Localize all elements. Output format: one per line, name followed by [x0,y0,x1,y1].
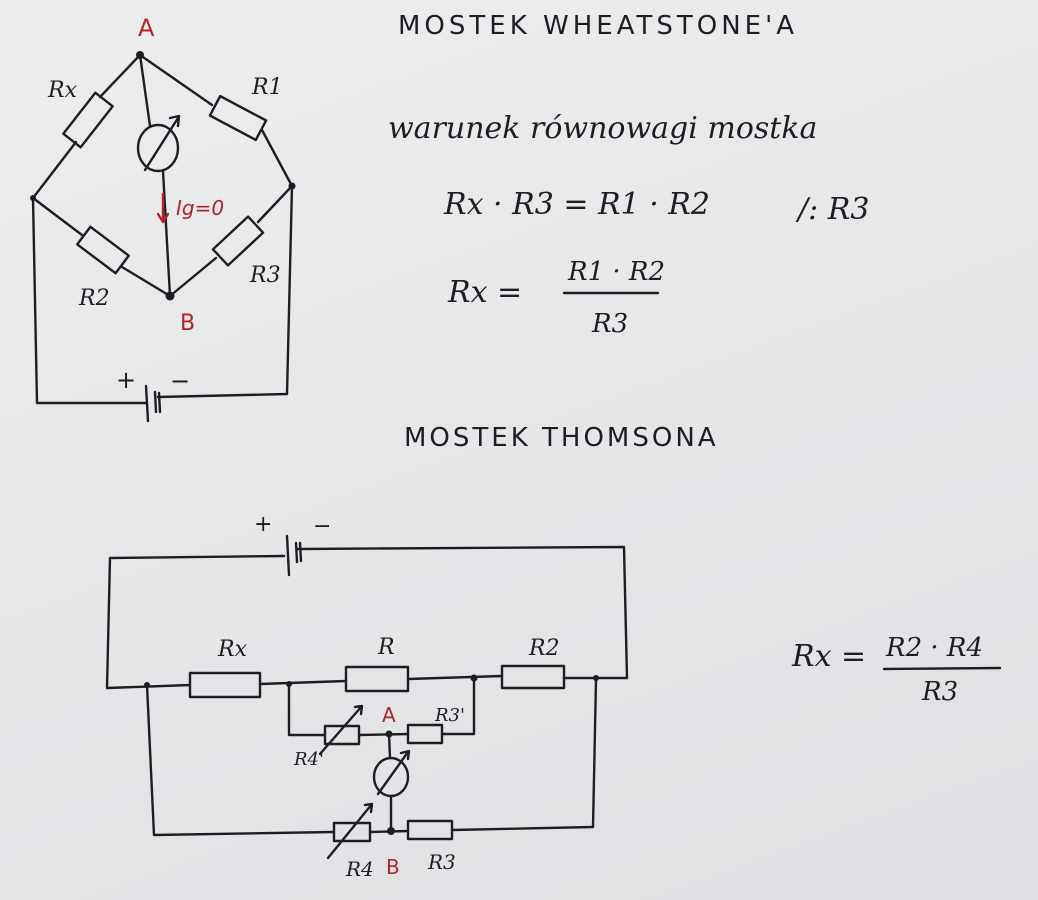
wire-b-r3 [168,256,218,298]
wire-left-r2 [31,196,84,237]
battery-plus: + [254,512,272,537]
node-b-dot [387,827,395,835]
variable-arrow-r4-prime [318,704,364,756]
node-a-dot [136,51,144,59]
ig-label: Ig=0 [176,196,224,220]
wire-rx-left [31,140,78,200]
rx-formula-lhs: Rx = [447,275,522,310]
r4-label: R4 [345,857,374,881]
wheatstone-notes: MOSTEK WHEATSTONE'A warunek równowagi mo… [388,11,869,339]
resistor-r [344,665,410,693]
wire-main-r-r2 [406,674,504,681]
resistor-r1 [208,94,268,142]
thomson-title: MOSTEK THOMSONA [404,423,719,453]
wire-bottom-right [450,678,598,832]
wire-main-rx-r [258,679,348,686]
rx-formula-denominator: R3 [591,309,628,339]
rx-formula-numerator: R2 · R4 [885,633,983,663]
current-arrow [156,192,170,224]
node-junction [593,675,599,681]
resistor-r2 [500,664,566,690]
wire-a-galvanometer [387,732,392,760]
node-a-label: A [138,14,155,42]
r1-label: R1 [251,75,283,100]
resistor-r3-prime [406,723,444,745]
wire-a-r1 [138,53,214,107]
wire-r2-b [120,265,172,298]
wire-r3-right [256,184,294,224]
rx-formula-denominator: R3 [921,677,958,707]
balance-equation: Rx · R3 = R1 · R2 [443,187,710,222]
node-b-dot [165,291,175,301]
r4-prime-label: R4' [293,749,324,770]
battery-minus: − [170,367,190,395]
resistor-r4 [332,821,372,843]
battery-plate-long [144,384,150,423]
thomson-formula: Rx = R2 · R4 R3 [791,633,1002,707]
wire-outer-left [31,196,148,405]
wire-a-rx [98,53,142,99]
wire-inner-mid [357,732,410,737]
wire-inner-right [440,677,476,736]
resistor-r3 [406,819,454,841]
galvanometer-needle [143,114,181,172]
resistor-r2 [76,225,130,275]
node-right-dot [288,182,296,190]
wire-r1-right [260,128,294,188]
thomson-bridge: + − Rx R R2 A R3' R4' R4 B R3 [105,512,629,881]
node-junction [144,682,150,688]
battery-plate-short [294,541,303,564]
r3-label: R3 [427,850,456,874]
rx-label: Rx [217,637,248,662]
wheatstone-bridge: A B Rx R1 R2 R3 Ig=0 + − [30,14,296,423]
battery-plate-long [285,534,291,577]
node-junction [286,681,292,687]
r-label: R [377,635,395,660]
r2-label: R2 [528,636,560,661]
wire-supply-right [296,545,629,680]
resistor-r3 [211,215,265,267]
wire-galvanometer-b [161,169,172,298]
rx-formula-lhs: Rx = [791,639,866,674]
wheatstone-title: MOSTEK WHEATSTONE'A [398,11,798,41]
node-a-label: A [382,703,396,727]
battery-minus: − [313,514,331,539]
wire-a-galvanometer [138,53,152,128]
rx-formula-numerator: R1 · R2 [567,257,665,287]
resistor-rx [62,91,114,149]
wire-inner-left [287,682,327,737]
battery-plus: + [116,366,136,394]
variable-arrow-r4 [326,802,374,860]
fraction-bar [882,666,1002,671]
wire-bottom-left [145,683,336,837]
galvanometer-needle [376,749,411,796]
r3-label: R3 [249,263,281,288]
node-junction [470,674,478,682]
balance-condition: warunek równowagi mostka [388,111,817,146]
rx-label: Rx [47,78,78,103]
divide-note: /: R3 [795,192,869,227]
r3-prime-label: R3' [434,705,465,726]
battery-plate-short [153,390,162,414]
node-left-dot [30,195,36,201]
resistor-rx [188,671,262,699]
r2-label: R2 [78,286,110,311]
node-b-label: B [180,311,195,336]
wire-outer-right [156,184,294,399]
node-a-dot [385,730,393,738]
galvanometer-circle [136,123,180,173]
wire-supply-left [105,554,286,690]
node-b-label: B [386,855,400,879]
